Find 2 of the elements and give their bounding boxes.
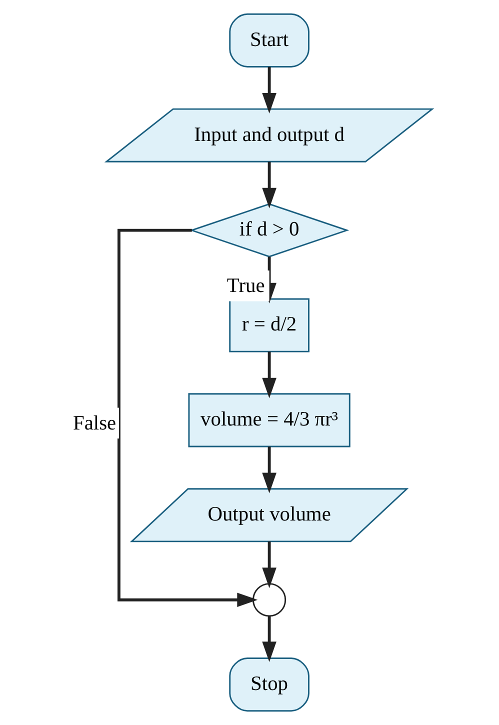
edge-label: False — [72, 412, 116, 434]
edge-label: True — [226, 275, 264, 298]
